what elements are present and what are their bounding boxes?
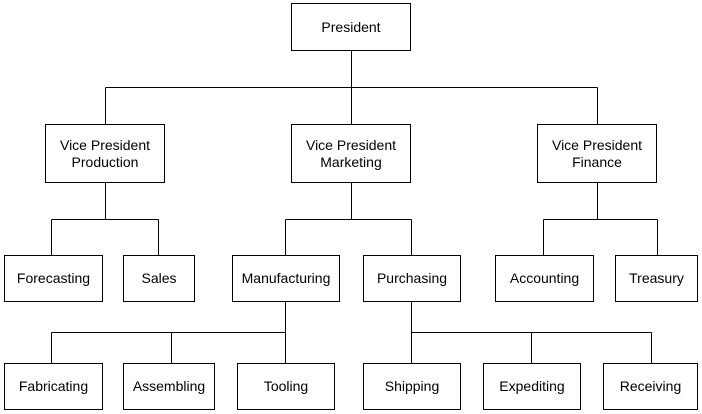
node-fabricating: Fabricating (4, 363, 103, 410)
node-vp-production: Vice President Production (45, 124, 165, 183)
node-label: Fabricating (18, 378, 89, 394)
node-label: President (321, 18, 381, 35)
node-shipping: Shipping (363, 363, 461, 410)
node-label: Expediting (499, 378, 565, 394)
node-vp-marketing: Vice President Marketing (291, 124, 411, 183)
node-label: Assembling (132, 378, 206, 394)
node-label-line1: Vice President (551, 136, 642, 153)
node-label: Manufacturing (241, 270, 331, 286)
node-label: Sales (141, 270, 177, 286)
node-treasury: Treasury (615, 255, 698, 302)
node-manufacturing: Manufacturing (232, 255, 340, 302)
node-receiving: Receiving (603, 363, 698, 410)
node-sales: Sales (123, 255, 195, 302)
node-label: Forecasting (16, 270, 91, 286)
node-assembling: Assembling (123, 363, 215, 410)
node-label: Purchasing (376, 270, 448, 286)
node-purchasing: Purchasing (363, 255, 461, 302)
node-label-line1: Vice President (59, 136, 150, 153)
node-label-line1: Vice President (305, 136, 396, 153)
node-tooling: Tooling (237, 363, 335, 410)
node-president: President (291, 3, 411, 51)
node-label: Treasury (629, 270, 684, 286)
node-label-line2: Production (71, 153, 139, 170)
node-accounting: Accounting (495, 255, 594, 302)
node-forecasting: Forecasting (4, 255, 103, 302)
node-label: Shipping (384, 378, 440, 394)
node-label: Accounting (509, 270, 580, 286)
node-vp-finance: Vice President Finance (537, 124, 657, 183)
node-label-line2: Finance (572, 153, 622, 170)
node-label: Receiving (619, 378, 682, 394)
node-label: Tooling (263, 378, 309, 394)
node-label-line2: Marketing (320, 153, 382, 170)
node-expediting: Expediting (483, 363, 581, 410)
